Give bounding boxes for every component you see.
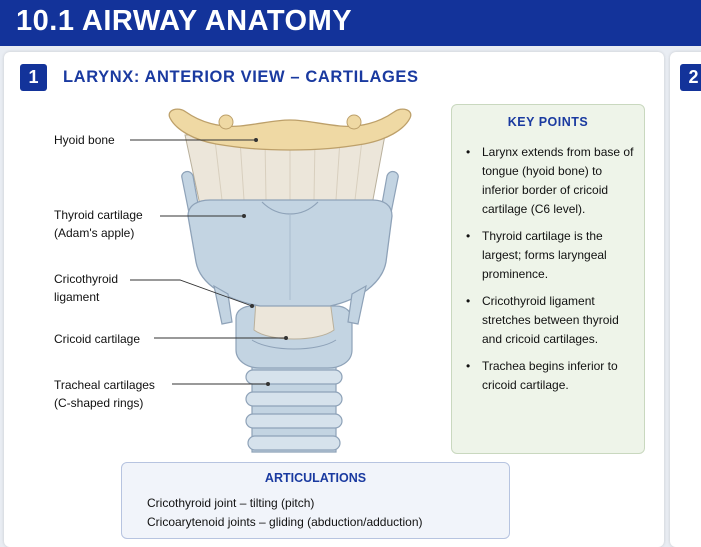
hyoid-lesser-horn-left bbox=[218, 114, 234, 130]
key-point-item: •Thyroid cartilage is the largest; forms… bbox=[466, 229, 607, 281]
label-cricothyroid-ligament: ligament bbox=[54, 290, 100, 304]
header-bar: 10.1 AIRWAY ANATOMY bbox=[0, 0, 701, 46]
label-tracheal-cartilages: Tracheal cartilages bbox=[54, 378, 155, 392]
label-tracheal-subtitle: (C-shaped rings) bbox=[54, 396, 144, 410]
articulations-box: ARTICULATIONS Cricothyroid joint – tilti… bbox=[121, 462, 510, 539]
label-cricothyroid: Cricothyroid bbox=[54, 272, 119, 286]
key-point-item: •Larynx extends from base of tongue (hyo… bbox=[466, 145, 634, 216]
key-points-box: KEY POINTS •Larynx extends from base of … bbox=[451, 104, 645, 454]
key-points-title: KEY POINTS bbox=[507, 115, 589, 129]
label-thyroid-cartilage: Thyroid cartilage bbox=[54, 208, 143, 222]
next-section-number-badge: 2 bbox=[680, 64, 701, 91]
thyroid-inferior-horn-left bbox=[213, 284, 233, 325]
thyroid-inferior-horn-right bbox=[347, 284, 367, 325]
articulations-title: ARTICULATIONS bbox=[264, 471, 367, 485]
label-thyroid-subtitle: (Adam's apple) bbox=[54, 226, 135, 240]
page-title: 10.1 AIRWAY ANATOMY bbox=[16, 5, 353, 37]
next-section-panel bbox=[670, 52, 701, 547]
hyoid-lesser-horn-right bbox=[346, 114, 362, 130]
key-point-item: •Cricothyroid ligament stretches between… bbox=[466, 294, 619, 346]
key-points-list: •Larynx extends from base of tongue (hyo… bbox=[464, 143, 636, 403]
section-title: LARYNX: ANTERIOR VIEW – CARTILAGES bbox=[63, 68, 419, 86]
articulation-line: Cricoarytenoid joints – gliding (abducti… bbox=[147, 515, 423, 529]
articulation-line: Cricothyroid joint – tilting (pitch) bbox=[147, 496, 315, 510]
label-cricoid-cartilage: Cricoid cartilage bbox=[54, 332, 141, 346]
label-hyoid-bone: Hyoid bone bbox=[54, 133, 115, 147]
section-number-badge: 1 bbox=[20, 64, 47, 91]
tracheal-rings bbox=[245, 369, 343, 451]
leader-lines bbox=[130, 139, 286, 385]
key-point-item: •Trachea begins inferior to cricoid cart… bbox=[466, 359, 618, 392]
